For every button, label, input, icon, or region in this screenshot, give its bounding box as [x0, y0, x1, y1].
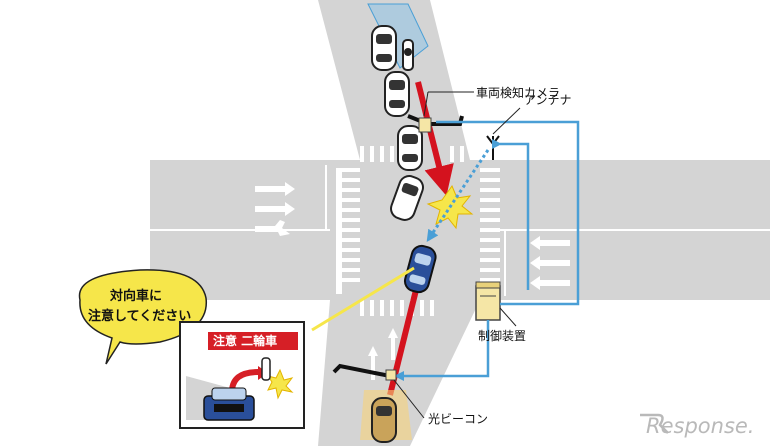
crosswalk-left [336, 168, 342, 294]
turning-car-icon [403, 244, 437, 294]
warning-sign-text: 注意 二輪車 [213, 333, 277, 348]
controller-label: 制御装置 [478, 328, 526, 343]
antenna-label: アンテナ [524, 93, 572, 107]
crosswalk-stripes [340, 146, 500, 316]
lane-arrows-bottom [368, 328, 398, 380]
warning-sign-panel: 注意 二輪車 [179, 321, 305, 429]
car-icon [384, 71, 410, 117]
queued-cars [371, 25, 424, 221]
diagonal-road [318, 0, 480, 446]
car-icon [371, 25, 397, 71]
optical-beacon-icon [385, 369, 397, 381]
road-network [150, 0, 770, 446]
car-icon [397, 125, 423, 171]
motorcycle-icon [261, 357, 271, 381]
motorcycle-icon [402, 39, 414, 71]
lane-arrows-right [530, 236, 570, 290]
camera-label: 車両検知カメラ [476, 86, 560, 100]
antenna-signal [426, 149, 490, 242]
car-icon [203, 387, 255, 421]
warning-link-line [311, 266, 415, 332]
control-wiring [394, 120, 580, 381]
bubble-line-2: 注意してください [88, 308, 191, 324]
motorcycle-path [415, 81, 454, 196]
watermark-text: Response. [646, 414, 754, 438]
callout-lines [393, 91, 521, 419]
signal-pole-bottom [332, 363, 391, 378]
bubble-line-1: 対向車に [109, 288, 162, 304]
response-watermark: Response. [640, 413, 754, 438]
lane-markings [150, 165, 770, 296]
oncoming-car-icon [360, 390, 412, 443]
lane-arrows-left [255, 182, 295, 236]
car-icon [390, 175, 424, 221]
beacon-label: 光ビーコン [428, 412, 488, 426]
antenna-icon [486, 135, 500, 160]
warning-bubble: 対向車に 注意してください [78, 269, 207, 365]
signal-pole-top [407, 114, 464, 126]
controller-device-icon [475, 281, 501, 321]
camera-device-icon [418, 117, 432, 133]
